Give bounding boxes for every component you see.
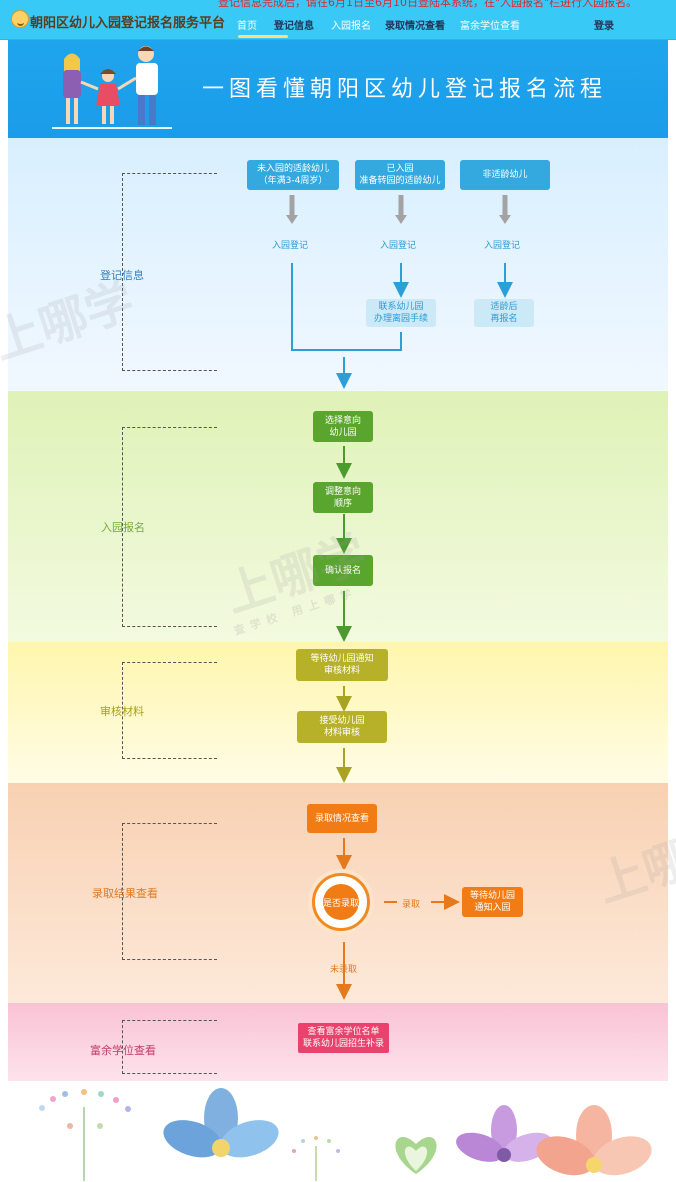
spare-line2: 联系幼儿园招生补录 xyxy=(302,1039,384,1049)
family-illustration xyxy=(52,46,172,129)
blue-flower-icon xyxy=(163,1088,279,1158)
check-admission-box: 录取情况查看 xyxy=(307,804,377,833)
top-navigation-bar: 登记信息完成后，请在6月1日至6月10日登陆本系统，在"入园报名"栏进行入园报名… xyxy=(0,0,676,40)
heart-leaf-icon xyxy=(395,1137,437,1174)
submit-materials-box: 接受幼儿园材料审核 xyxy=(297,711,387,743)
notice-line2: 通知入园 xyxy=(474,903,511,913)
active-nav-indicator xyxy=(238,35,288,38)
enroll-bracket xyxy=(122,427,217,627)
seed-flower-icon xyxy=(292,1136,340,1181)
choose-kindergarten-box: 选择意向幼儿园 xyxy=(313,411,373,442)
wait-line1: 等待幼儿园通知 xyxy=(310,654,374,664)
nav-home[interactable]: 首页 xyxy=(237,21,257,32)
adjust-order-box: 调整意向顺序 xyxy=(313,482,373,513)
spare-bracket xyxy=(122,1020,217,1074)
case-underage-box: 非适龄幼儿 xyxy=(460,160,550,190)
not-admitted-label: 未录取 xyxy=(330,965,358,975)
choose-line2: 幼儿园 xyxy=(329,427,357,438)
spare-places-box: 查看富余学位名单联系幼儿园招生补录 xyxy=(298,1023,389,1053)
contact-line2: 办理离园手续 xyxy=(373,314,428,324)
register-later-box: 适龄后再报名 xyxy=(474,299,534,327)
peach-flower-icon xyxy=(536,1105,652,1176)
enroll-label: 入园报名 xyxy=(101,521,145,534)
smile-logo-icon xyxy=(11,10,29,28)
case-unenrolled-line1: 未入园的适龄幼儿 xyxy=(256,164,329,174)
nav-spare-places[interactable]: 富余学位查看 xyxy=(460,21,520,32)
wait-notice-box: 等待幼儿园通知入园 xyxy=(462,887,523,917)
result-bracket xyxy=(122,823,217,960)
later-line2: 再报名 xyxy=(490,314,518,324)
nav-register-info[interactable]: 登记信息 xyxy=(274,21,314,32)
dandelion-icon xyxy=(39,1089,131,1181)
submit-line2: 材料审核 xyxy=(323,728,360,738)
contact-line1: 联系幼儿园 xyxy=(378,302,424,312)
spare-label: 富余学位查看 xyxy=(90,1044,156,1057)
review-label: 审核材料 xyxy=(100,705,144,718)
site-title: 朝阳区幼儿入园登记报名服务平台 xyxy=(30,16,226,31)
adjust-line2: 顺序 xyxy=(333,498,352,509)
nav-enroll[interactable]: 入园报名 xyxy=(331,21,371,32)
wait-line2: 审核材料 xyxy=(323,666,360,676)
confirm-enroll-box: 确认报名 xyxy=(313,555,373,586)
case-unenrolled-box: 未入园的适龄幼儿 （年满3-4周岁） xyxy=(247,160,339,190)
admission-decision: 是否录取 xyxy=(312,873,370,931)
case-transfer-box: 已入园准备转园的适龄幼儿 xyxy=(355,160,445,190)
admitted-label: 录取 xyxy=(402,900,421,910)
review-bracket xyxy=(122,662,217,759)
decision-label: 是否录取 xyxy=(323,884,359,920)
wait-review-box: 等待幼儿园通知审核材料 xyxy=(296,649,388,681)
adjust-line1: 调整意向 xyxy=(324,486,361,497)
case-transfer-line1: 已入园 xyxy=(386,164,414,174)
register-label: 登记信息 xyxy=(100,269,144,282)
case-unenrolled-line2: （年满3-4周岁） xyxy=(258,176,328,186)
case-transfer-line2: 准备转园的适龄幼儿 xyxy=(359,176,441,186)
register-step-1: 入园登记 xyxy=(272,241,309,251)
later-line1: 适龄后 xyxy=(490,302,518,312)
submit-line1: 接受幼儿园 xyxy=(319,716,365,726)
contact-kindergarten-box: 联系幼儿园办理离园手续 xyxy=(366,299,436,327)
nav-login[interactable]: 登录 xyxy=(594,21,614,32)
notice-line1: 等待幼儿园 xyxy=(469,891,515,901)
spare-line1: 查看富余学位名单 xyxy=(307,1027,380,1037)
flower-decoration xyxy=(39,1088,652,1181)
nav-admission-results[interactable]: 录取情况查看 xyxy=(385,21,445,32)
result-label: 录取结果查看 xyxy=(92,887,158,900)
notice-text: 登记信息完成后，请在6月1日至6月10日登陆本系统，在"入园报名"栏进行入园报名… xyxy=(218,0,638,9)
register-step-2: 入园登记 xyxy=(380,241,417,251)
register-bracket xyxy=(122,173,217,371)
choose-line1: 选择意向 xyxy=(324,415,361,426)
register-step-3: 入园登记 xyxy=(484,241,521,251)
banner-title: 一图看懂朝阳区幼儿登记报名流程 xyxy=(202,77,608,102)
